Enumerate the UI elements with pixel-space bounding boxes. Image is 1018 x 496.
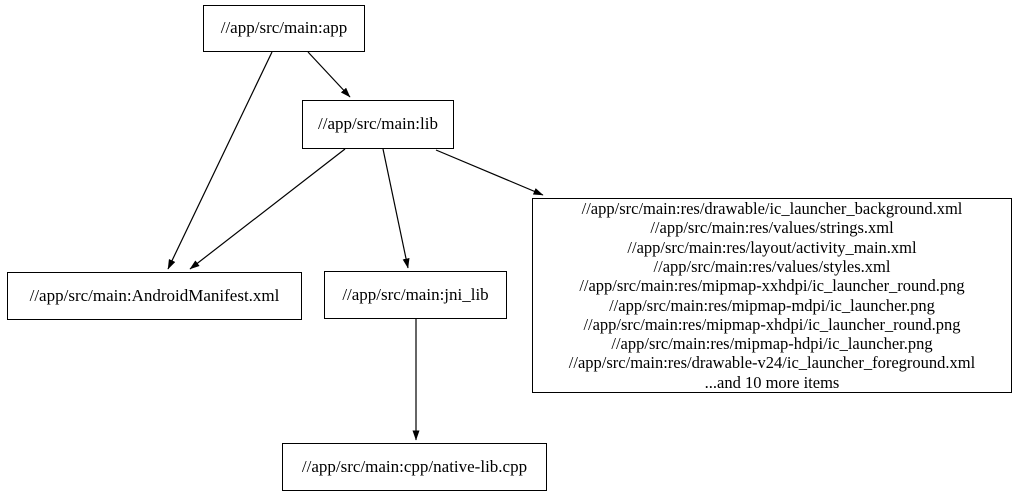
edge-lib-to-res-group (435, 149, 544, 196)
res-group-line: //app/src/main:res/drawable-v24/ic_launc… (568, 353, 976, 373)
res-group-line: //app/src/main:res/layout/activity_main.… (627, 237, 917, 257)
res-group-line: //app/src/main:res/values/styles.xml (653, 256, 891, 276)
edge-lib-to-jni-lib (382, 148, 410, 269)
graph-node-android-manifest-label: //app/src/main:AndroidManifest.xml (29, 285, 280, 305)
edge-lib-to-android-manifest (189, 148, 346, 270)
graph-node-lib-label: //app/src/main:lib (318, 114, 438, 134)
res-group-line: //app/src/main:res/mipmap-xhdpi/ic_launc… (583, 314, 961, 334)
edge-app-to-android-manifest (167, 51, 273, 270)
edge-app-to-lib (307, 51, 351, 98)
graph-node-jni-lib: //app/src/main:jni_lib (324, 271, 507, 319)
res-group-line: //app/src/main:res/mipmap-hdpi/ic_launch… (611, 334, 933, 354)
graph-node-app-label: //app/src/main:app (220, 18, 348, 38)
res-group-line: //app/src/main:res/values/strings.xml (650, 218, 894, 238)
res-group-line: //app/src/main:res/drawable/ic_launcher_… (581, 199, 963, 219)
graph-node-native-lib-cpp: //app/src/main:cpp/native-lib.cpp (282, 443, 547, 491)
res-group-more-items-line: ...and 10 more items (704, 372, 840, 392)
res-group-line: //app/src/main:res/mipmap-mdpi/ic_launch… (609, 295, 935, 315)
graph-node-jni-lib-label: //app/src/main:jni_lib (342, 284, 489, 304)
graph-node-lib: //app/src/main:lib (302, 100, 454, 149)
graph-node-res-group: //app/src/main:res/drawable/ic_launcher_… (532, 198, 1012, 393)
res-group-line: //app/src/main:res/mipmap-xxhdpi/ic_laun… (579, 276, 965, 296)
graph-node-android-manifest: //app/src/main:AndroidManifest.xml (7, 272, 302, 320)
graph-node-app: //app/src/main:app (203, 5, 365, 52)
graph-node-native-lib-cpp-label: //app/src/main:cpp/native-lib.cpp (301, 456, 528, 476)
